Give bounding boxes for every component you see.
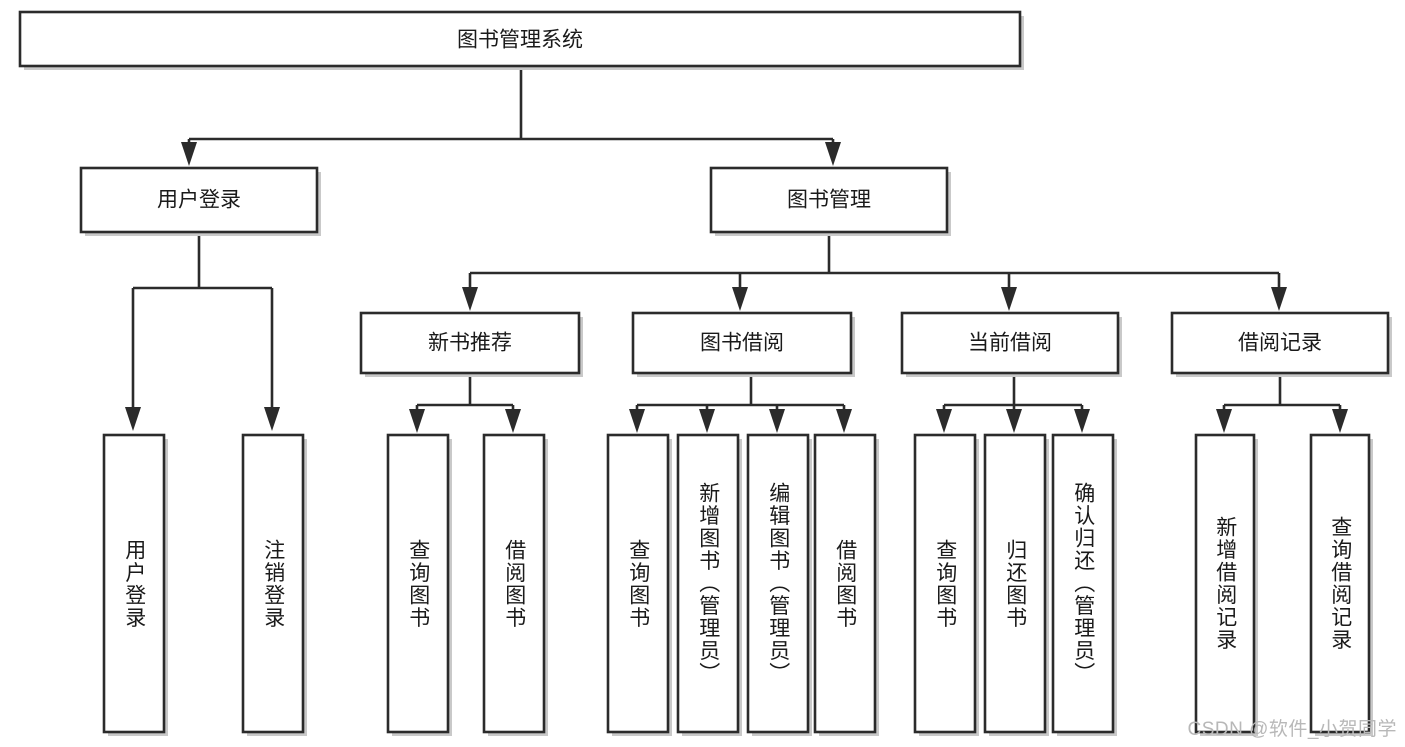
arrowhead-new-book-recommend <box>462 287 478 311</box>
node-leaf-borrow-books-1[interactable] <box>482 433 546 734</box>
arrowhead-current-borrow <box>1001 287 1017 311</box>
node-current-borrow-label: 当前借阅 <box>968 332 1052 355</box>
node-leaf-confirm-return[interactable] <box>1051 433 1115 734</box>
node-leaf-query-books-2[interactable] <box>606 433 670 734</box>
node-root-label: 图书管理系统 <box>457 29 583 52</box>
arrowhead-leaf-query-books-1 <box>409 409 425 433</box>
arrowhead-leaf-edit-book <box>769 409 785 433</box>
node-leaf-edit-book[interactable] <box>746 433 810 734</box>
node-new-book-recommend[interactable] <box>359 311 581 375</box>
node-leaf-query-books-3[interactable] <box>913 433 977 734</box>
arrowhead-leaf-user-login <box>125 407 141 431</box>
node-current-borrow[interactable] <box>900 311 1120 375</box>
node-leaf-return-book[interactable] <box>983 433 1047 734</box>
node-book-management-label: 图书管理 <box>787 189 871 212</box>
arrowhead-book-borrow <box>732 287 748 311</box>
arrowhead-leaf-query-books-3 <box>936 409 952 433</box>
node-leaf-user-login[interactable] <box>102 433 166 734</box>
arrowhead-leaf-query-record <box>1332 409 1348 433</box>
csdn-watermark: CSDN @软件_小贺同学 <box>1187 719 1397 740</box>
node-leaf-query-record[interactable] <box>1309 433 1371 734</box>
node-leaf-add-record[interactable] <box>1194 433 1256 734</box>
arrowhead-leaf-confirm-return <box>1074 409 1090 433</box>
arrowhead-leaf-add-book <box>699 409 715 433</box>
arrowhead-leaf-query-books-2 <box>629 409 645 433</box>
arrowhead-leaf-return-book <box>1006 409 1022 433</box>
node-new-book-recommend-label: 新书推荐 <box>428 332 512 355</box>
arrowhead-leaf-logout-login <box>264 407 280 431</box>
node-layer: 图书管理系统 用户登录 图书管理 新书推荐 图书借阅 当前借阅 借阅记录 <box>18 10 1392 736</box>
arrowhead-borrow-record <box>1271 287 1287 311</box>
node-leaf-query-books-1[interactable] <box>386 433 450 734</box>
arrowhead-user-login <box>181 142 197 166</box>
edge-layer <box>125 68 1348 433</box>
arrowhead-leaf-add-record <box>1216 409 1232 433</box>
arrowhead-leaf-borrow-books-1 <box>505 409 521 433</box>
node-user-login-label: 用户登录 <box>157 189 241 212</box>
node-book-borrow-label: 图书借阅 <box>700 332 784 355</box>
arrowhead-book-management <box>825 142 841 166</box>
node-borrow-record[interactable] <box>1170 311 1390 375</box>
node-book-management[interactable] <box>709 166 949 234</box>
node-leaf-logout-login[interactable] <box>241 433 305 734</box>
arrowhead-leaf-borrow-books-2 <box>836 409 852 433</box>
node-root[interactable] <box>18 10 1022 68</box>
node-leaf-borrow-books-2[interactable] <box>813 433 877 734</box>
node-user-login[interactable] <box>79 166 319 234</box>
node-borrow-record-label: 借阅记录 <box>1238 332 1322 355</box>
node-leaf-add-book[interactable] <box>676 433 740 734</box>
node-book-borrow[interactable] <box>631 311 853 375</box>
